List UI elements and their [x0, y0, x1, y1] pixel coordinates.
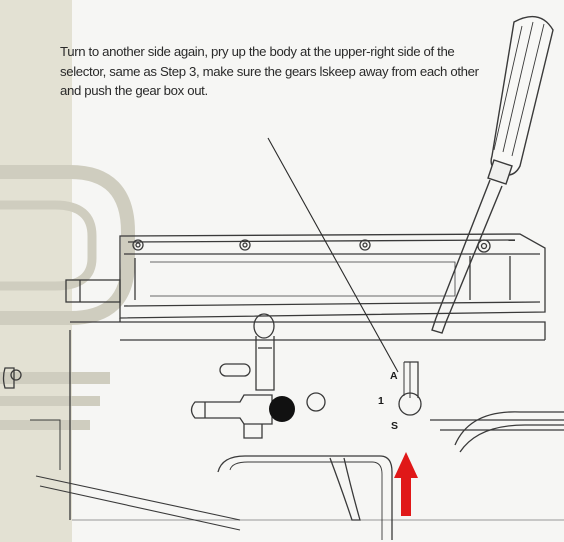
trigger-pin-hole: [269, 396, 295, 422]
logo-watermark: [0, 165, 135, 430]
screwdriver-icon: [431, 15, 554, 334]
selector-label-s: S: [391, 420, 399, 432]
instruction-text: Turn to another side again, pry up the b…: [60, 44, 479, 99]
red-up-arrow-icon: [394, 452, 418, 516]
leader-line: [267, 137, 399, 373]
selector-label-1: 1: [378, 395, 384, 407]
selector-label-a: A: [390, 370, 398, 382]
receiver-body: [2, 233, 564, 540]
